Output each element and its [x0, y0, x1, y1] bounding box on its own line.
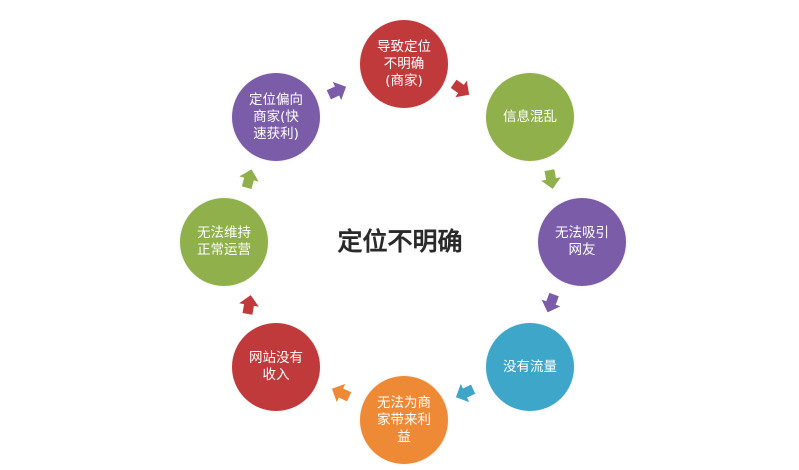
node-bottom-right: 没有流量 [486, 323, 574, 411]
center-title: 定位不明确 [337, 227, 463, 256]
arrow-right-down-icon [446, 74, 477, 105]
node-label: 没有流量 [503, 358, 557, 375]
node-label: 网站没有 收入 [249, 350, 303, 383]
node-right: 无法吸引 网友 [538, 198, 626, 286]
node-bottom-left: 网站没有 收入 [232, 323, 320, 411]
arrow-left-up-icon [326, 378, 355, 407]
arrow-right-up-icon [322, 76, 351, 105]
node-label: 无法维持 正常运营 [197, 225, 251, 258]
node-top-left: 定位偏向 商家(快 速获利) [232, 73, 320, 161]
arrow-down-icon [538, 166, 563, 191]
arrow-up-icon [236, 292, 261, 317]
node-label: 信息混乱 [503, 108, 557, 125]
node-label: 定位偏向 商家(快 速获利) [249, 91, 303, 142]
node-top-right: 信息混乱 [486, 73, 574, 161]
arrow-down-left-icon [537, 289, 565, 317]
node-left: 无法维持 正常运营 [180, 198, 268, 286]
node-label: 无法吸引 网友 [555, 225, 609, 258]
node-bottom: 无法为商 家带来利 益 [360, 376, 448, 464]
arrow-up-right-icon [236, 166, 263, 193]
node-label: 无法为商 家带来利 益 [377, 394, 431, 445]
node-label: 导致定位 不明确 (商家) [377, 38, 431, 89]
node-top: 导致定位 不明确 (商家) [360, 20, 448, 108]
arrow-left-down-icon [450, 378, 479, 407]
